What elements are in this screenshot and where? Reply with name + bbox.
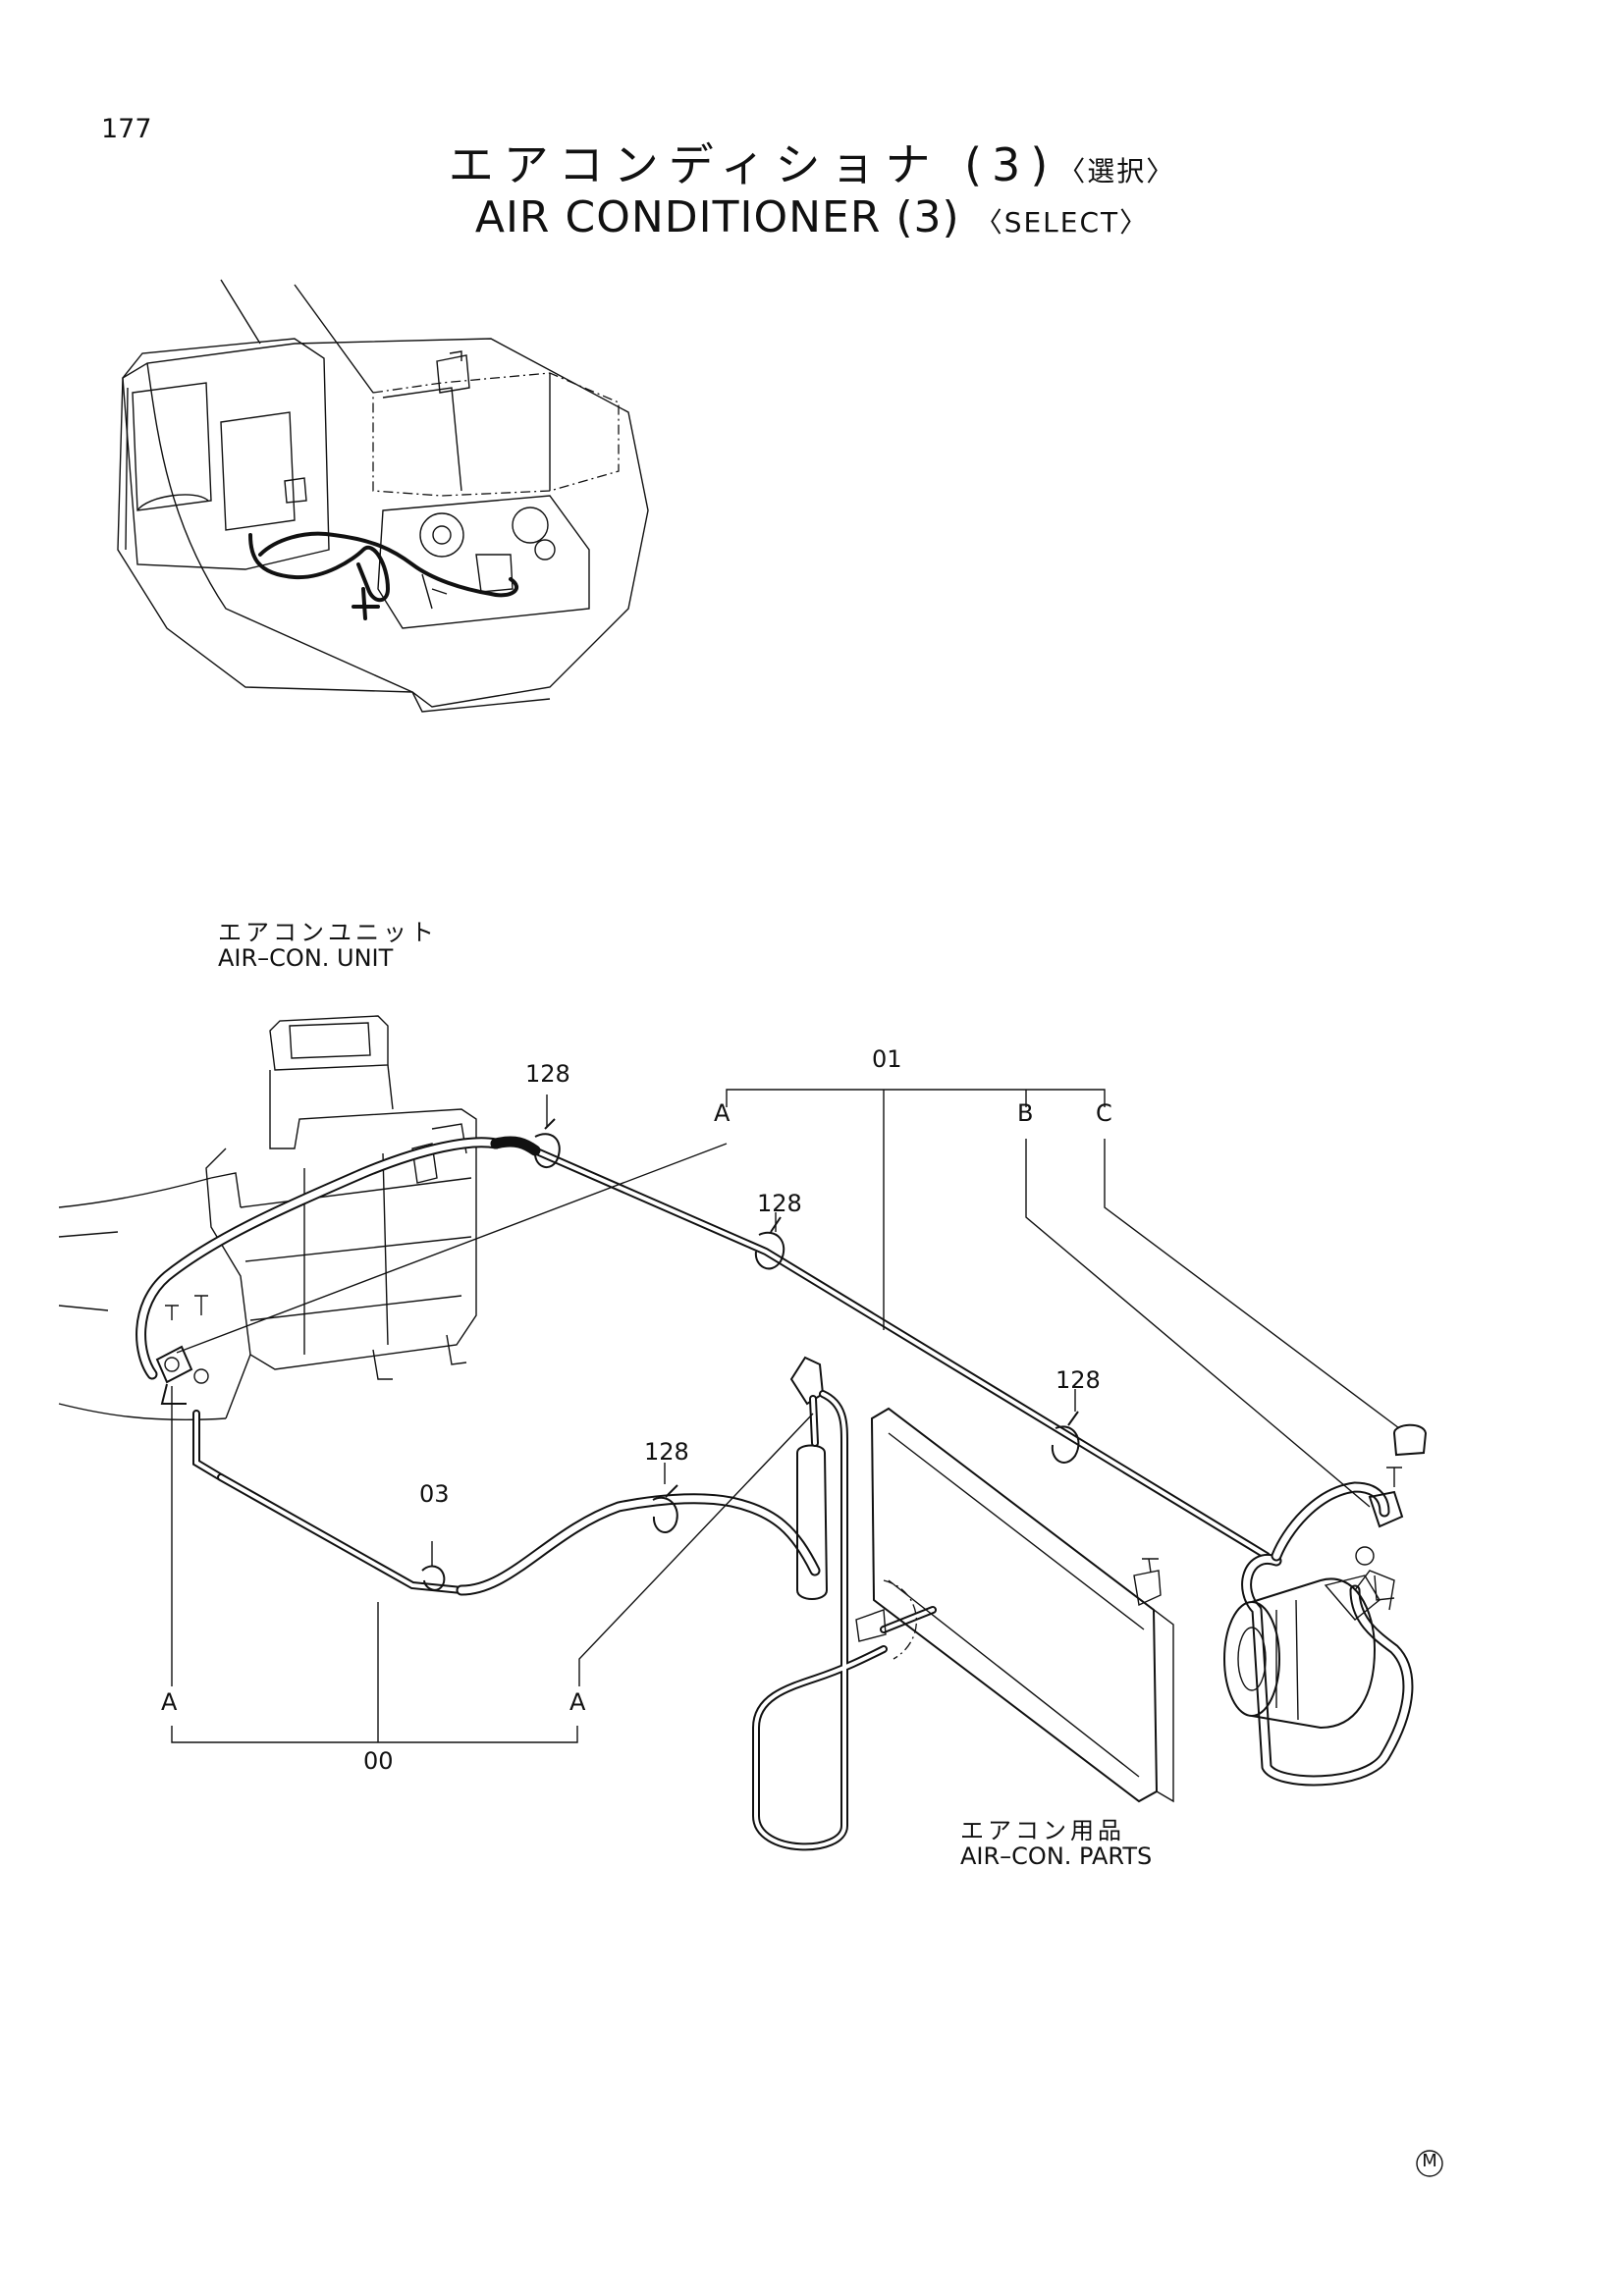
compressor-illustration	[1223, 1423, 1428, 1730]
callout-01: 01	[872, 1045, 902, 1073]
callout-leaders	[171, 1089, 1400, 1743]
title-en-suffix: 〈SELECT〉	[974, 206, 1150, 239]
label-air-con-unit-en: AIR–CON. UNIT	[218, 944, 394, 972]
ref-c: C	[1096, 1099, 1112, 1127]
title-jp-suffix: 〈選択〉	[1057, 155, 1176, 187]
hose-routing	[135, 1136, 1414, 1851]
page-title-english: AIR CONDITIONER (3) 〈SELECT〉	[0, 192, 1624, 242]
page-number: 177	[101, 114, 152, 144]
ref-a-bottom-right: A	[569, 1688, 586, 1716]
excavator-overview-illustration	[117, 279, 649, 713]
callout-128-right: 128	[1056, 1366, 1101, 1394]
ref-b: B	[1017, 1099, 1034, 1127]
mark-circle	[1416, 2150, 1443, 2177]
clamp-marks	[421, 1118, 1080, 1591]
air-con-unit-illustration	[58, 1015, 477, 1420]
condenser-illustration	[855, 1407, 1174, 1803]
title-jp-main: エアコンディショナ (3)	[448, 138, 1058, 191]
mark-letter: M	[1422, 2151, 1437, 2171]
callout-128-middle: 128	[757, 1190, 802, 1217]
callout-128-lower: 128	[644, 1438, 689, 1466]
callout-03: 03	[419, 1480, 450, 1508]
page-title-japanese: エアコンディショナ (3)〈選択〉	[0, 130, 1624, 194]
title-en-main: AIR CONDITIONER (3)	[474, 192, 960, 242]
callout-128-upper-left: 128	[525, 1060, 570, 1088]
label-air-con-unit-jp: エアコンユニット	[218, 919, 438, 946]
ref-a-bottom-left: A	[161, 1688, 178, 1716]
ref-a-top: A	[714, 1099, 731, 1127]
label-air-con-parts-jp: エアコン用品	[960, 1817, 1125, 1844]
callout-00: 00	[363, 1747, 394, 1775]
label-air-con-parts-en: AIR–CON. PARTS	[960, 1842, 1153, 1870]
